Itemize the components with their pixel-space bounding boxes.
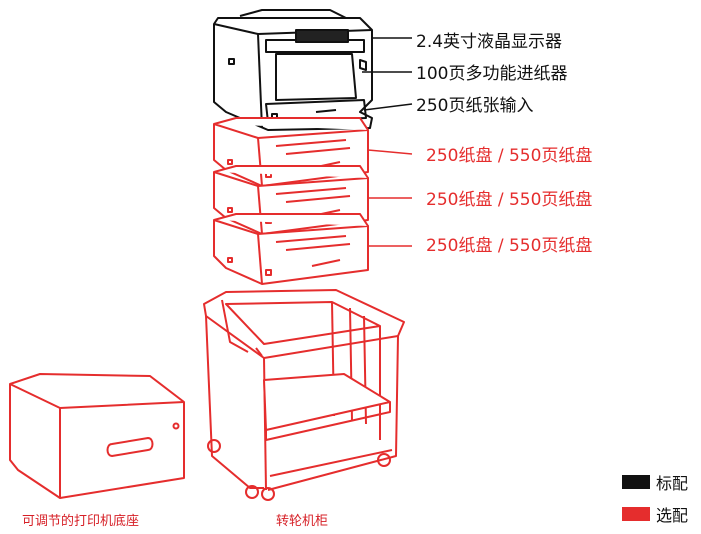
lcd-display-label: 2.4英寸液晶显示器 <box>416 32 563 52</box>
legend-optional-swatch <box>622 507 650 521</box>
multipurpose-feeder-label: 100页多功能进纸器 <box>416 64 568 84</box>
legend-standard: 标配 <box>622 470 688 494</box>
optional-tray-1-label: 250纸盘 / 550页纸盘 <box>426 146 593 166</box>
wheeled-cabinet-caption: 转轮机柜 <box>276 514 329 529</box>
wheeled-cabinet <box>203 289 405 501</box>
adjustable-base <box>9 373 185 499</box>
leader-lines <box>362 37 413 247</box>
adjustable-base-caption: 可调节的打印机底座 <box>22 514 140 529</box>
legend-optional: 选配 <box>622 502 688 526</box>
printer <box>213 9 373 131</box>
optional-tray-3 <box>213 213 369 285</box>
legend-optional-label: 选配 <box>656 506 689 525</box>
standard-input-tray-label: 250页纸张输入 <box>416 96 534 116</box>
optional-tray-2-label: 250纸盘 / 550页纸盘 <box>426 190 593 210</box>
legend-standard-label: 标配 <box>656 474 689 493</box>
optional-tray-3-label: 250纸盘 / 550页纸盘 <box>426 236 593 256</box>
legend-standard-swatch <box>622 475 650 489</box>
